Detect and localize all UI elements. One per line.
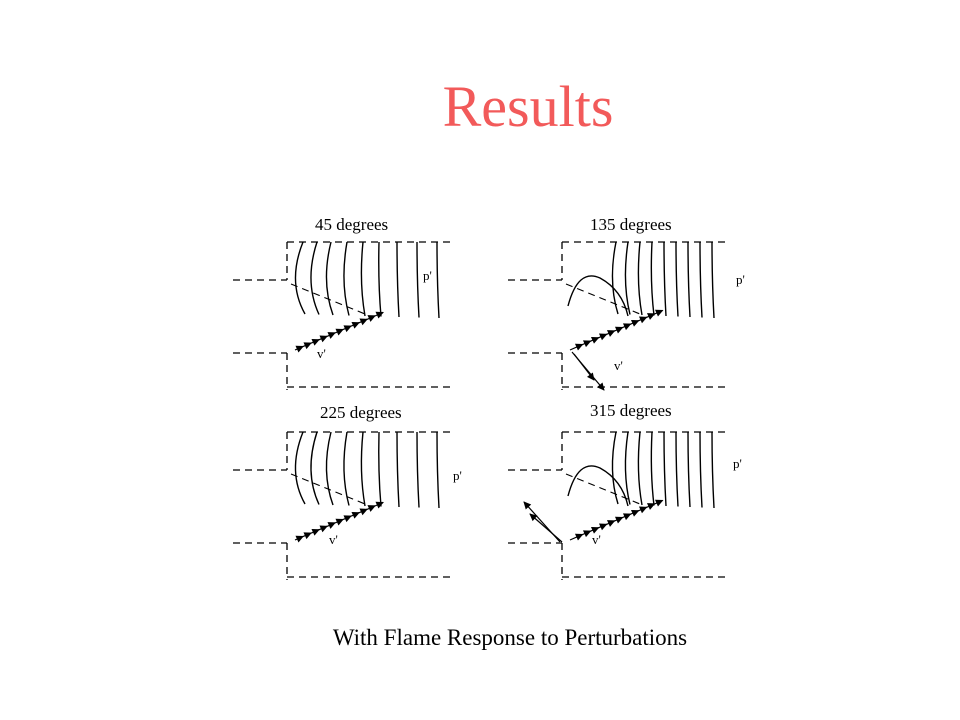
flame-contour	[567, 275, 629, 317]
pressure-label: p'	[453, 468, 462, 483]
pressure-contour	[650, 431, 655, 506]
pressure-contour	[699, 431, 703, 508]
pressure-contour	[687, 431, 691, 508]
pressure-contour	[675, 241, 679, 317]
diagram-panel-135: 135 degrees p' v'	[500, 212, 745, 392]
phase-label: 225 degrees	[320, 403, 402, 422]
velocity-vector-head	[351, 511, 360, 519]
pressure-contour	[325, 431, 334, 506]
pressure-contour	[711, 241, 715, 319]
flame-front	[565, 283, 641, 315]
velocity-label: v'	[317, 346, 326, 361]
pressure-contour	[711, 431, 715, 509]
pressure-contour	[396, 431, 400, 508]
velocity-vector-head	[359, 508, 368, 516]
diagram-panel-45: 45 degrees p' v'	[225, 212, 465, 392]
pressure-contour	[343, 431, 350, 506]
pressure-contour	[360, 431, 366, 507]
pressure-contour	[675, 431, 679, 507]
flame-front	[290, 473, 366, 505]
velocity-vector-head	[327, 332, 336, 339]
velocity-vector-head	[303, 342, 312, 350]
large-velocity-vector-head	[523, 501, 532, 510]
velocity-vector-head	[303, 532, 312, 540]
pressure-contour	[611, 241, 619, 315]
large-velocity-vector-head	[596, 382, 605, 391]
velocity-vector-head	[343, 325, 352, 333]
flow-diagram: 45 degrees p' v'	[233, 215, 450, 390]
velocity-vector-head	[654, 309, 664, 317]
pressure-contour	[294, 431, 306, 505]
velocity-vector-head	[375, 501, 384, 509]
flow-diagram: 315 degrees p' v'	[508, 401, 742, 580]
velocity-vector-head	[335, 518, 344, 526]
pressure-contour	[343, 241, 350, 316]
diagram-panel-315: 315 degrees p' v'	[500, 401, 742, 582]
flame-front	[290, 283, 366, 315]
pressure-contour	[663, 431, 667, 507]
velocity-vector-head	[319, 525, 328, 533]
phase-label: 45 degrees	[315, 215, 388, 234]
velocity-vector-head	[295, 345, 304, 353]
pressure-contour	[663, 241, 667, 317]
pressure-contour	[310, 431, 320, 505]
pressure-contour	[416, 241, 420, 318]
velocity-label: v'	[592, 532, 601, 547]
phase-label: 135 degrees	[590, 215, 672, 234]
pressure-contour	[611, 431, 619, 505]
slide-title: Results	[442, 74, 614, 139]
pressure-label: p'	[733, 456, 742, 471]
pressure-contour	[436, 431, 440, 509]
pressure-contour	[396, 241, 400, 318]
pressure-contour	[637, 241, 643, 316]
velocity-label: v'	[329, 532, 338, 547]
diagram-panel-225: 225 degrees p' v'	[225, 402, 465, 582]
velocity-vector-head	[359, 318, 368, 326]
pressure-contour	[436, 241, 440, 319]
pressure-label: p'	[423, 268, 432, 283]
pressure-contour	[378, 431, 382, 507]
pressure-contour	[699, 241, 703, 318]
large-velocity-vector-head	[529, 513, 538, 522]
flame-front	[565, 473, 641, 505]
pressure-contour	[624, 241, 631, 315]
velocity-vector-head	[375, 311, 384, 319]
pressure-contour	[294, 241, 306, 315]
pressure-label: p'	[736, 272, 745, 287]
pressure-contour	[650, 241, 655, 316]
velocity-vector-head	[654, 499, 664, 507]
velocity-vector-head	[343, 515, 352, 523]
large-velocity-vector	[529, 513, 563, 543]
pressure-contour	[624, 431, 631, 505]
pressure-contour	[325, 241, 334, 316]
flow-diagram: 225 degrees p' v'	[233, 403, 462, 580]
velocity-vector-head	[319, 335, 328, 343]
pressure-contour	[378, 241, 382, 317]
flow-diagram: 135 degrees p' v'	[508, 215, 745, 391]
large-velocity-vector-head	[586, 372, 595, 381]
flame-contour	[567, 465, 629, 507]
phase-label: 315 degrees	[590, 401, 672, 420]
slide-caption: With Flame Response to Perturbations	[332, 625, 688, 650]
velocity-vector-head	[327, 522, 336, 529]
velocity-label: v'	[614, 358, 623, 373]
pressure-contour	[637, 431, 643, 506]
pressure-contour	[310, 241, 320, 315]
velocity-vector-head	[367, 505, 376, 512]
pressure-contour	[360, 241, 366, 317]
pressure-contour	[687, 241, 691, 318]
velocity-vector-head	[311, 528, 320, 536]
velocity-vector-head	[351, 321, 360, 329]
pressure-contour	[416, 431, 420, 508]
velocity-vector-head	[311, 338, 320, 346]
velocity-vector-head	[335, 328, 344, 336]
velocity-vector-head	[295, 535, 304, 543]
velocity-vector-head	[367, 315, 376, 322]
